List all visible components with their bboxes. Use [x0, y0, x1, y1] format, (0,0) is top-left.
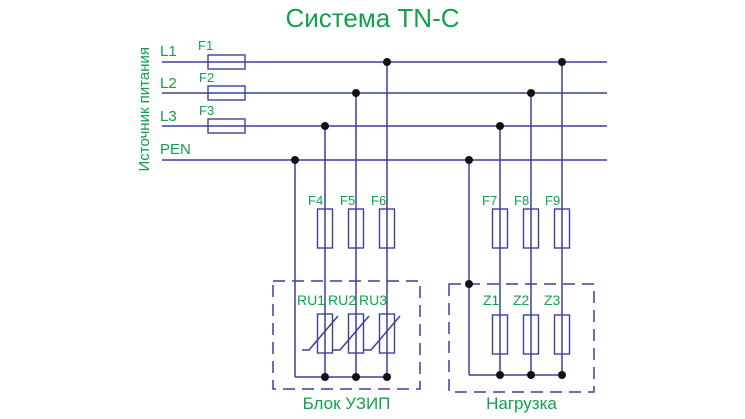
junction-dot	[527, 89, 535, 97]
fuse-label-f2: F2	[199, 70, 215, 85]
junction-dot	[321, 122, 329, 130]
impedance-label-z2: Z2	[513, 292, 530, 308]
varistor-label-ru2: RU2	[328, 292, 357, 308]
junction-dot	[352, 373, 360, 381]
spd-fuse-symbols	[316, 208, 396, 249]
fuse-f8-symbol	[522, 208, 540, 249]
junction-dot	[496, 371, 504, 379]
junction-dot	[496, 122, 504, 130]
fuse-label-f9: F9	[545, 193, 561, 208]
varistor-ru2-symbol	[347, 313, 365, 354]
impedance-label-z3: Z3	[544, 292, 561, 308]
fuse-label-f8: F8	[514, 193, 530, 208]
load-branch-wires	[468, 62, 563, 376]
spd-block-outline	[272, 280, 421, 390]
varistor-ru3-diagonal	[364, 315, 401, 351]
supply-wires	[162, 61, 607, 161]
varistor-ru1-diagonal	[302, 315, 339, 351]
varistor-label-ru3: RU3	[359, 292, 388, 308]
diagram-title: Система TN-C	[285, 3, 460, 33]
fuse-f4-symbol	[316, 208, 334, 249]
load-block-outline	[448, 283, 595, 393]
conductor-label-l3: L3	[160, 108, 177, 125]
load-fuse-symbols	[491, 208, 571, 249]
junction-dot	[558, 371, 566, 379]
varistor-ru3-symbol	[378, 313, 396, 354]
impedance-label-z1: Z1	[483, 292, 500, 308]
conductor-label-l2: L2	[160, 75, 177, 92]
fuse-f3-symbol	[207, 118, 246, 134]
varistor-label-ru1: RU1	[297, 292, 326, 308]
impedance-z2-symbol	[522, 314, 540, 355]
load-block-label: Нагрузка	[486, 394, 557, 413]
impedance-symbols	[491, 314, 571, 355]
impedance-z1-symbol	[491, 314, 509, 355]
varistor-ru2-diagonal	[333, 315, 370, 351]
impedance-z3-symbol	[553, 314, 571, 355]
fuse-label-f1: F1	[198, 38, 214, 53]
junction-dot	[465, 280, 473, 288]
fuse-f5-symbol	[347, 208, 365, 249]
junction-dot	[321, 373, 329, 381]
junction-dot	[352, 89, 360, 97]
junction-dot	[558, 58, 566, 66]
fuse-f9-symbol	[553, 208, 571, 249]
power-source-label: Источник питания	[135, 46, 153, 172]
junction-dot	[291, 156, 299, 164]
junction-dot	[527, 371, 535, 379]
conductor-label-l1: L1	[160, 43, 177, 60]
fuse-label-f7: F7	[482, 193, 498, 208]
fuse-label-f4: F4	[308, 193, 324, 208]
junction-dot	[465, 156, 473, 164]
fuse-f7-symbol	[491, 208, 509, 249]
fuse-label-f3: F3	[199, 103, 215, 118]
conductor-label-pen: PEN	[160, 141, 191, 158]
varistor-ru1-symbol	[316, 313, 334, 354]
junction-dot	[383, 373, 391, 381]
junction-dots	[291, 58, 566, 381]
fuse-f1-symbol	[207, 54, 246, 70]
fuse-f2-symbol	[207, 85, 246, 101]
spd-block-label: Блок УЗИП	[302, 394, 391, 413]
fuse-label-f5: F5	[340, 193, 356, 208]
fuse-f6-symbol	[378, 208, 396, 249]
line-fuse-symbols	[207, 54, 246, 134]
junction-dot	[383, 58, 391, 66]
fuse-label-f6: F6	[371, 193, 387, 208]
varistor-symbols	[302, 313, 401, 354]
spd-branch-wires	[294, 62, 388, 378]
